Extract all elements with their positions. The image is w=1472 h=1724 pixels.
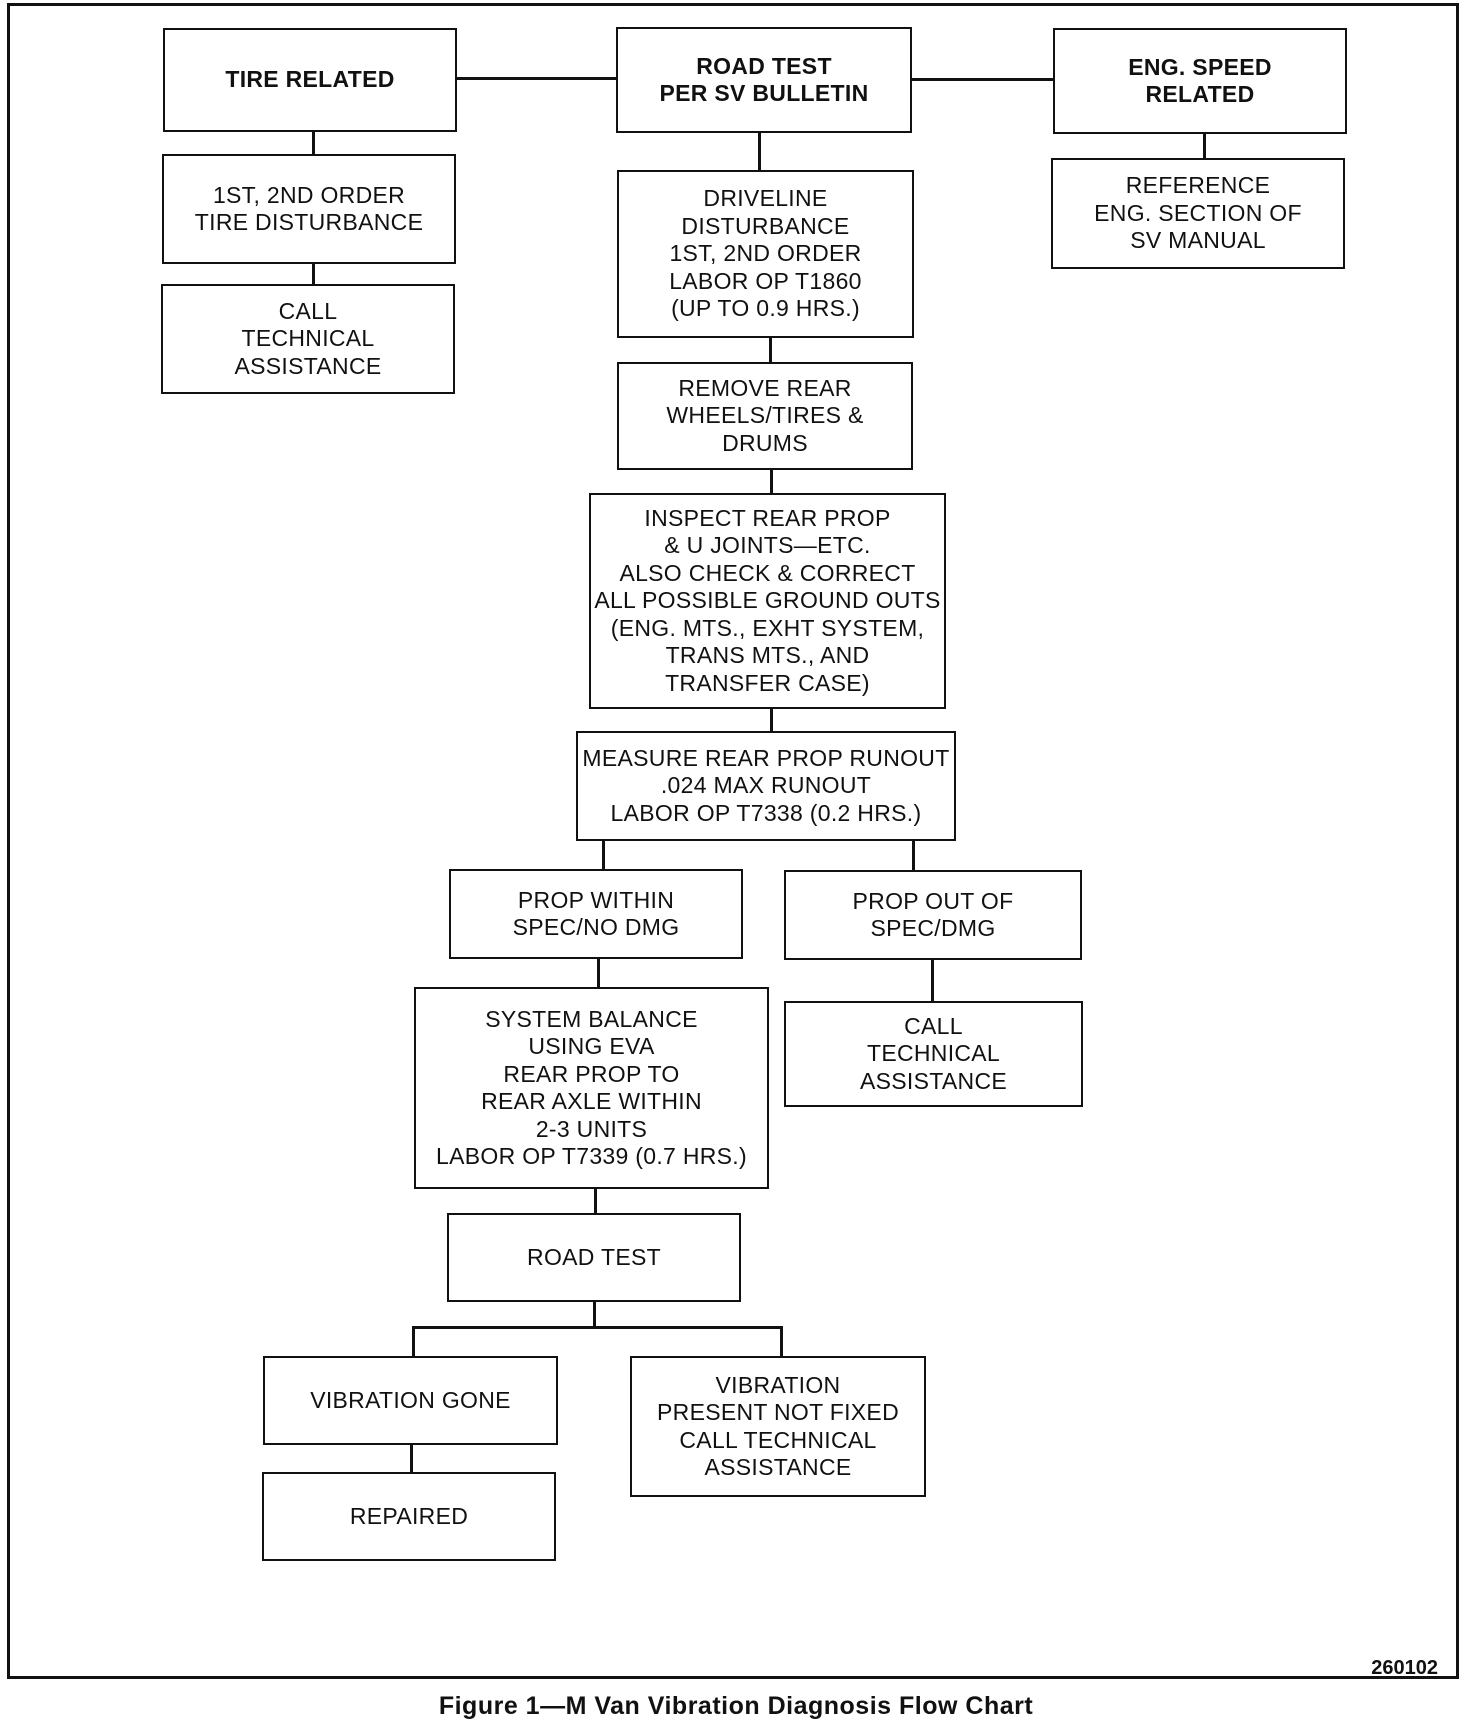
connector: [312, 263, 315, 286]
connector: [758, 132, 761, 172]
connector: [602, 840, 605, 871]
figure-code: 260102: [1371, 1657, 1438, 1679]
connector: [412, 1326, 782, 1329]
box-prop-out: PROP OUT OF SPEC/DMG: [784, 870, 1082, 960]
box-tire-disturbance: 1ST, 2ND ORDER TIRE DISTURBANCE: [162, 154, 456, 264]
box-inspect-rear: INSPECT REAR PROP & U JOINTS—ETC. ALSO C…: [589, 493, 946, 709]
box-call-tech-1: CALL TECHNICAL ASSISTANCE: [161, 284, 455, 394]
box-prop-within: PROP WITHIN SPEC/NO DMG: [449, 869, 743, 959]
box-vibration-present: VIBRATION PRESENT NOT FIXED CALL TECHNIC…: [630, 1356, 926, 1497]
box-road-test-sv: ROAD TEST PER SV BULLETIN: [616, 27, 912, 133]
box-road-test: ROAD TEST: [447, 1213, 741, 1302]
box-measure-runout: MEASURE REAR PROP RUNOUT .024 MAX RUNOUT…: [576, 731, 956, 841]
connector: [780, 1326, 783, 1358]
connector: [594, 1187, 597, 1214]
box-reference-eng: REFERENCE ENG. SECTION OF SV MANUAL: [1051, 158, 1345, 269]
connector: [412, 1326, 415, 1358]
connector: [769, 337, 772, 364]
box-system-balance: SYSTEM BALANCE USING EVA REAR PROP TO RE…: [414, 987, 769, 1189]
connector: [410, 1443, 413, 1473]
box-eng-speed: ENG. SPEED RELATED: [1053, 28, 1347, 134]
box-tire-related: TIRE RELATED: [163, 28, 457, 132]
box-call-tech-2: CALL TECHNICAL ASSISTANCE: [784, 1001, 1083, 1107]
connector: [455, 77, 617, 80]
connector: [931, 958, 934, 1002]
connector: [1203, 133, 1206, 160]
connector: [770, 469, 773, 494]
box-remove-rear: REMOVE REAR WHEELS/TIRES & DRUMS: [617, 362, 913, 470]
connector: [312, 131, 315, 155]
connector: [770, 707, 773, 733]
box-repaired: REPAIRED: [262, 1472, 556, 1561]
figure-caption: Figure 1—M Van Vibration Diagnosis Flow …: [438, 1692, 1034, 1720]
connector: [912, 840, 915, 871]
figure-frame: [7, 3, 1459, 1679]
connector: [593, 1300, 596, 1328]
connector: [910, 78, 1055, 81]
connector: [597, 957, 600, 989]
box-vibration-gone: VIBRATION GONE: [263, 1356, 558, 1445]
box-driveline: DRIVELINE DISTURBANCE 1ST, 2ND ORDER LAB…: [617, 170, 914, 338]
